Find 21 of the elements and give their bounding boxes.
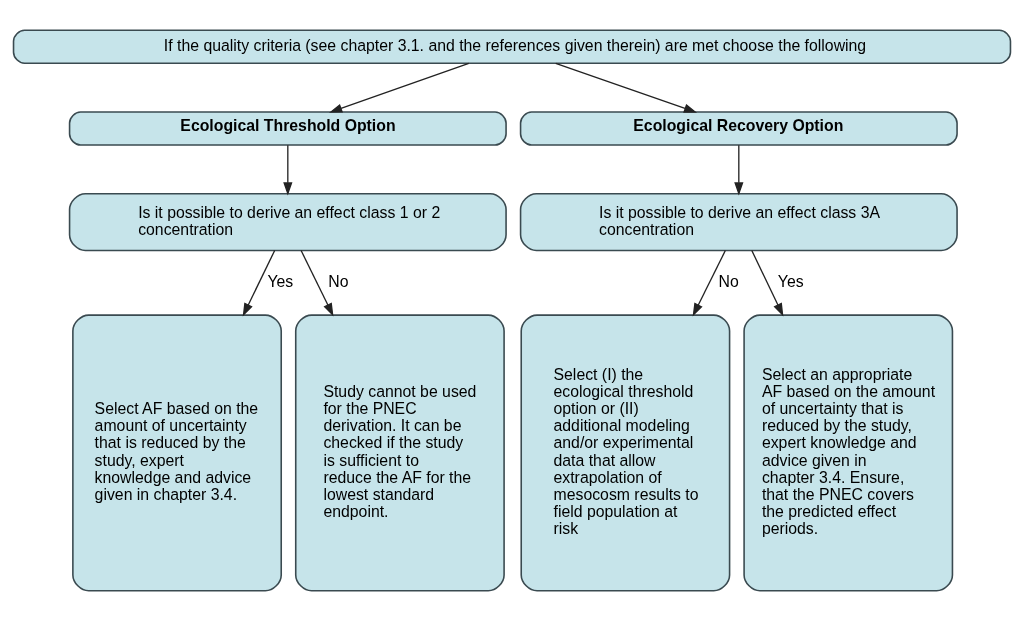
- node-box: Is it possible to derive an effect class 3A concentration: [519, 192, 958, 251]
- arrow: [329, 62, 470, 113]
- arrow: [555, 62, 698, 113]
- arrow: [734, 144, 744, 195]
- arrow: [692, 249, 727, 316]
- arrow: [283, 144, 293, 195]
- arrow: [751, 249, 784, 316]
- arrow: [242, 249, 276, 316]
- node-box: Select AF based on the amount of uncertainty that is reduced by the study, expert knowledge and advice given in chapter 3.4.: [72, 313, 283, 591]
- node-box: Study cannot be used for the PNEC derivation. It can be checked if the study is sufficient to reduce the AF for the lowest standard endpoint.: [294, 313, 505, 591]
- node-box: If the quality criteria (see chapter 3.1. and the references given therein) are met choose the following: [12, 29, 1012, 64]
- edge-label: No: [328, 272, 349, 290]
- edge-label: No: [718, 272, 739, 290]
- node-box: Ecological Recovery Option: [519, 110, 958, 146]
- edge-label: Yes: [267, 272, 294, 290]
- node-box: Select an appropriate AF based on the amount of uncertainty that is reduced by the study, expert knowledge and advice given in chapter 3.4. Ensure, that the PNEC covers the predicted effect periods.: [743, 313, 954, 591]
- node-box: Is it possible to derive an effect class 1 or 2 concentration: [68, 192, 507, 251]
- edge-label: Yes: [777, 272, 804, 290]
- arrow: [300, 249, 334, 316]
- node-box: Select (I) the ecological threshold option or (II) additional modeling and/or experimental data that allow extrapolation of mesocosm results to field population at risk: [520, 313, 731, 591]
- node-box: Ecological Threshold Option: [68, 110, 507, 146]
